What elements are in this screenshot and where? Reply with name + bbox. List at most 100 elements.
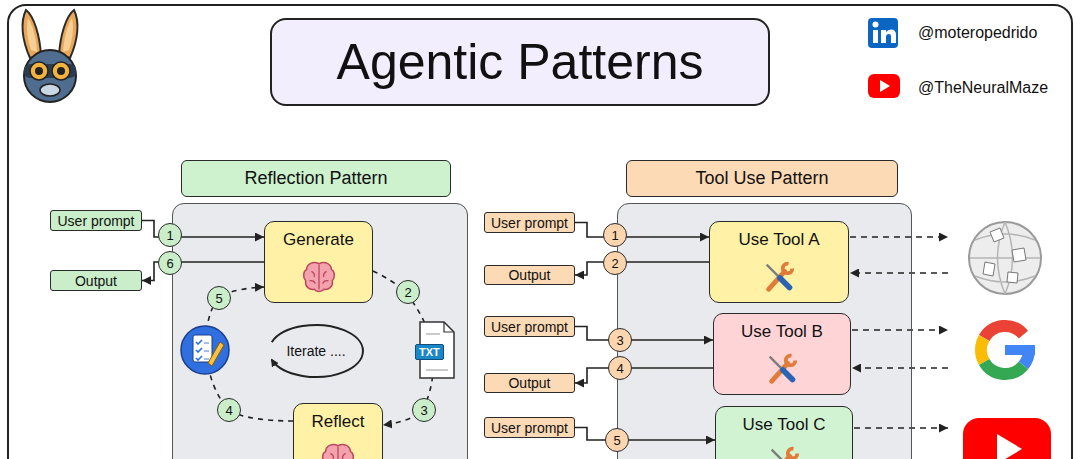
wikipedia-logo-part xyxy=(983,228,1026,283)
brain-icon xyxy=(303,263,334,292)
robot-rabbit-logo-part xyxy=(63,18,73,52)
google-logo-part xyxy=(984,326,1023,338)
robot-rabbit-logo-part xyxy=(59,10,77,58)
node-label: Use Tool C xyxy=(743,415,826,435)
iterate-loop: Iterate .... xyxy=(266,322,366,380)
google-logo-part xyxy=(1005,345,1035,355)
node-label: User prompt xyxy=(491,215,568,231)
callout-number: 3 xyxy=(608,328,632,352)
callout-number: 5 xyxy=(207,286,231,310)
checklist-icon-part xyxy=(196,340,202,360)
flow-arrow xyxy=(575,368,713,383)
panel-ground xyxy=(172,203,468,459)
callout-number: 4 xyxy=(217,398,241,422)
agent-step-box: Use Tool C xyxy=(715,406,853,459)
robot-rabbit-logo-part xyxy=(23,10,41,58)
io-tag: Output xyxy=(484,265,575,285)
node-label: Reflect xyxy=(312,412,365,432)
brain-icon xyxy=(323,445,354,459)
checklist-icon-part xyxy=(208,342,224,366)
pattern-panel: Tool Use PatternUse Tool AUse Tool BUse … xyxy=(617,203,912,459)
robot-rabbit-logo-part xyxy=(40,84,60,96)
youtube-small-icon-part xyxy=(868,74,900,98)
node-label: Output xyxy=(75,273,117,289)
node-label: Generate xyxy=(283,230,354,250)
robot-rabbit-logo-part xyxy=(30,62,48,80)
callout-number: 6 xyxy=(158,251,182,275)
wrench-icon xyxy=(767,264,793,290)
robot-rabbit-logo-part xyxy=(35,67,43,75)
callout-number: 2 xyxy=(396,280,420,304)
robot-rabbit-logo-part xyxy=(27,18,37,52)
agent-step-box: Use Tool B xyxy=(713,313,851,395)
linkedin-icon-part xyxy=(873,30,878,43)
wikipedia-logo-part xyxy=(969,222,1041,294)
robot-rabbit-logo-part xyxy=(57,67,65,75)
loop-arrow xyxy=(272,325,363,377)
io-tag: User prompt xyxy=(484,212,575,233)
tool-call-arrows-part xyxy=(850,272,948,274)
io-tag: Output xyxy=(50,270,142,291)
node-label: Use Tool B xyxy=(741,322,823,342)
checklist-icon-part xyxy=(181,326,229,374)
tool-call-arrows-part xyxy=(852,329,948,331)
node-label: User prompt xyxy=(491,319,568,335)
wikipedia-logo xyxy=(969,222,1041,294)
linkedin-icon-part xyxy=(873,22,879,28)
node-label: Output xyxy=(508,267,550,283)
callout-number: 1 xyxy=(158,223,182,247)
callout-number: 4 xyxy=(608,356,632,380)
tool-call-arrows-part xyxy=(852,367,948,369)
diagram-title: Agentic Patterns xyxy=(337,33,704,91)
linkedin-icon xyxy=(868,18,898,48)
flow-arrow xyxy=(575,327,713,341)
agent-step-box: Generate xyxy=(264,221,373,303)
brain-icon xyxy=(300,258,338,296)
linkedin-icon-part xyxy=(868,18,898,48)
social-handle: @moteropedrido xyxy=(918,24,1037,42)
robot-rabbit-logo-part xyxy=(24,50,76,102)
node-label: Reflection Pattern xyxy=(244,168,387,189)
outer-frame xyxy=(8,5,1072,459)
pattern-header: Reflection Pattern xyxy=(181,160,451,197)
wrench-icon xyxy=(765,443,803,459)
text-file-icon-part xyxy=(444,322,454,332)
youtube-logo xyxy=(963,418,1051,459)
wrench-icon xyxy=(760,258,798,296)
wikipedia-logo-part xyxy=(970,222,1040,294)
checklist-icon xyxy=(181,326,229,374)
callout-number: 3 xyxy=(412,398,436,422)
file-type-badge: TXT xyxy=(415,344,444,360)
wrench-icon xyxy=(772,449,798,459)
io-tag: User prompt xyxy=(484,316,575,337)
iteration-arrow xyxy=(206,287,293,421)
google-logo-part xyxy=(984,362,1023,374)
social-handle: @TheNeuralMaze xyxy=(918,79,1048,97)
robot-rabbit-logo xyxy=(23,10,78,102)
youtube-logo-part xyxy=(963,418,1051,459)
callout-number: 2 xyxy=(603,251,627,275)
panel-ground xyxy=(617,203,912,459)
youtube-small-icon-part xyxy=(880,80,890,92)
flow-arrow xyxy=(575,262,709,275)
node-label: User prompt xyxy=(57,213,134,229)
brain-icon xyxy=(319,440,357,459)
robot-rabbit-logo-part xyxy=(52,62,70,80)
title-box: Agentic Patterns xyxy=(270,18,770,106)
wrench-icon xyxy=(770,356,796,382)
io-tag: User prompt xyxy=(50,210,142,231)
node-label: Use Tool A xyxy=(739,230,820,250)
agent-step-box: Reflect xyxy=(293,403,383,459)
youtube-small-icon xyxy=(868,74,900,98)
node-label: Output xyxy=(508,375,550,391)
node-label: User prompt xyxy=(491,420,568,436)
callout-number: 1 xyxy=(603,223,627,247)
flow-arrow xyxy=(575,223,709,238)
io-tag: User prompt xyxy=(484,417,575,438)
edge-group xyxy=(142,221,715,441)
node-label: Tool Use Pattern xyxy=(695,168,828,189)
wrench-icon xyxy=(763,350,801,388)
linkedin-icon-part xyxy=(881,30,896,44)
agent-step-box: Use Tool A xyxy=(709,221,849,303)
checklist-icon-part xyxy=(204,343,209,359)
